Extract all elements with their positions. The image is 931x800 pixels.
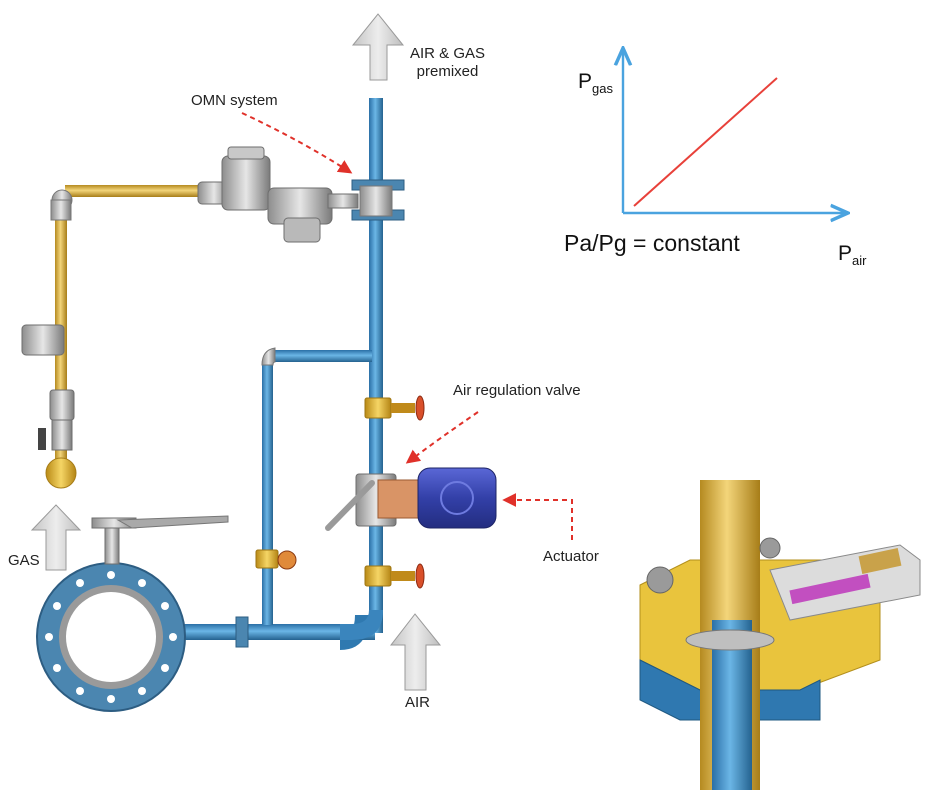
air-valve-label: Air regulation valve xyxy=(453,382,581,399)
y-axis-label-sub: gas xyxy=(592,81,613,96)
ratio-equation: Pa/Pg = constant xyxy=(564,230,740,256)
mixer-cutaway xyxy=(639,480,921,790)
ratio-line xyxy=(633,77,778,207)
actuator-label: Actuator xyxy=(543,548,599,565)
x-axis-label-main: P xyxy=(838,242,853,265)
up-arrow-icon xyxy=(351,13,405,81)
gas-line xyxy=(21,185,215,489)
air-gas-line1: AIR & GAS xyxy=(410,45,486,62)
valve-handwheel-icon xyxy=(364,395,425,421)
x-axis-label: Pair xyxy=(838,242,866,268)
air-gas-label: AIR & GAS premixed xyxy=(410,45,485,81)
actuator-pointer xyxy=(502,493,573,540)
gas-regulator-icon xyxy=(197,146,359,243)
actuator-icon xyxy=(325,467,497,531)
up-arrow-icon xyxy=(30,504,82,571)
y-axis-label-main: P xyxy=(578,70,593,93)
ratio-graph xyxy=(623,50,846,213)
valve-handwheel-icon xyxy=(364,563,425,589)
omn-label: OMN system xyxy=(191,92,278,109)
air-gas-line2: premixed xyxy=(416,63,479,80)
x-axis-label-sub: air xyxy=(852,253,867,268)
air-label: AIR xyxy=(405,694,431,711)
omn-pointer xyxy=(241,112,353,174)
butterfly-flange xyxy=(36,515,229,712)
up-arrow-icon xyxy=(389,613,442,691)
gas-label: GAS xyxy=(8,552,40,569)
y-axis-label: Pgas xyxy=(578,70,613,96)
valve-handwheel-icon xyxy=(255,549,297,570)
